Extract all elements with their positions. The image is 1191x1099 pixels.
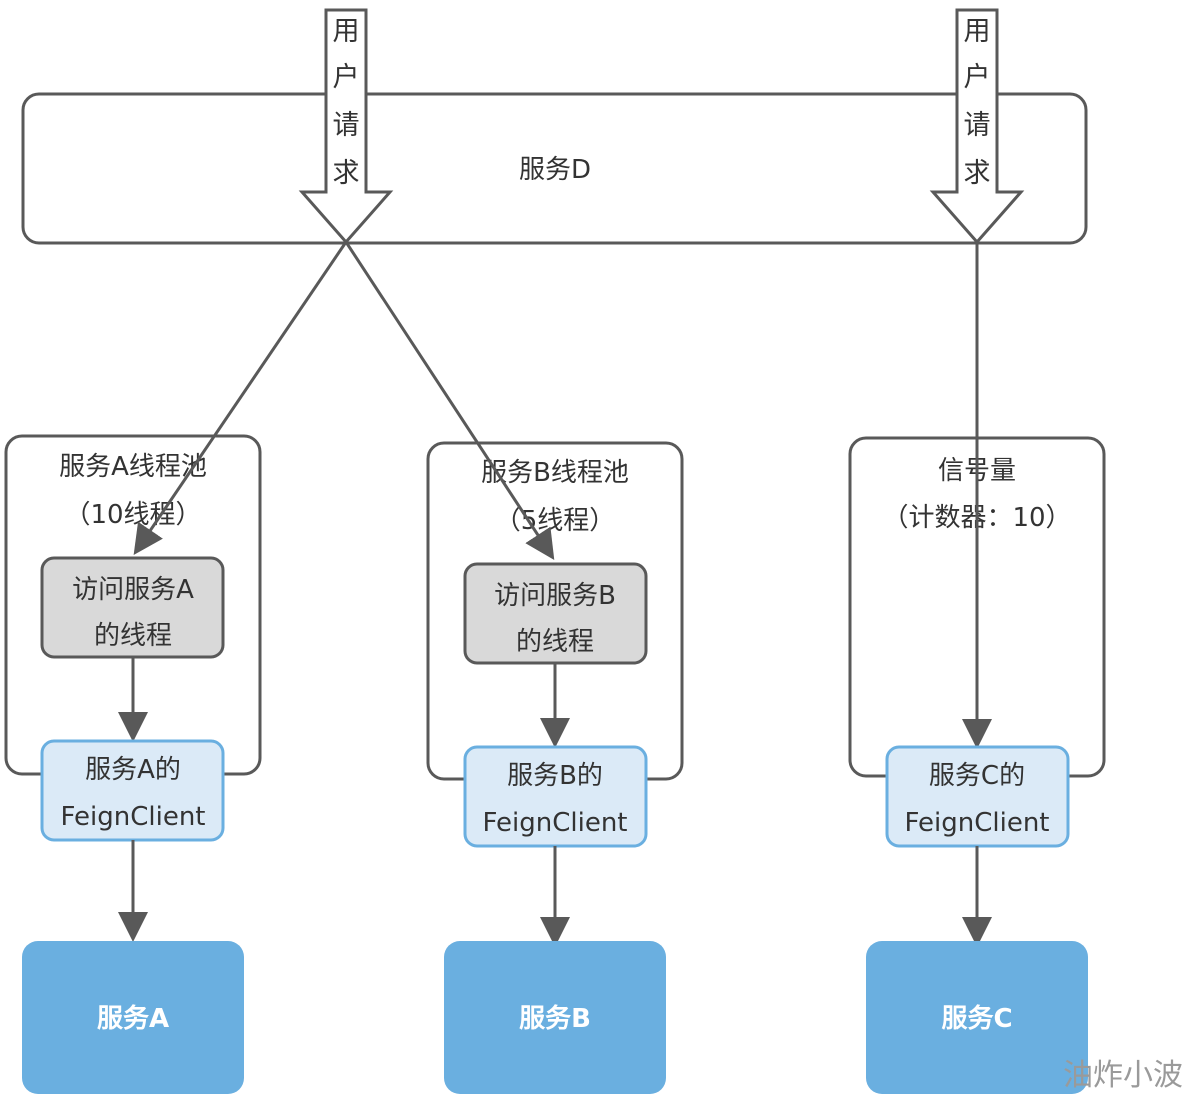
thread-pool-a-title: 服务A线程池 [59,452,207,482]
service-c-box [866,941,1088,1094]
user-request-char: 用 [964,16,991,47]
service-c-label: 服务C [941,1004,1012,1034]
thread-b-label-line1: 访问服务B [494,581,616,611]
service-d-box [21,92,1088,245]
service-a-label: 服务A [97,1004,169,1034]
user-request-arrow-left: 用 户 请 求 [298,8,394,245]
watermark: 油炸小波 [1063,1058,1183,1093]
user-request-char: 户 [964,62,991,93]
feign-client-b-label-line1: 服务B的 [507,761,603,791]
service-d-label: 服务D [519,155,591,185]
user-request-char: 请 [964,110,991,141]
feign-client-c-label-line2: FeignClient [904,808,1049,838]
feign-client-a-label-line2: FeignClient [60,802,205,832]
thread-a-label-line1: 访问服务A [72,575,194,605]
feign-client-a-label-line1: 服务A的 [85,755,181,785]
feign-client-b-label-line2: FeignClient [482,808,627,838]
user-request-char: 请 [333,110,360,141]
thread-pool-b-title: 服务B线程池 [481,458,629,488]
arrow-request-to-pool-b [344,241,555,561]
thread-b-label-line2: 的线程 [516,627,594,657]
user-request-char: 户 [333,62,360,93]
thread-pool-b-subtitle: （5线程） [495,506,616,536]
arrow-request-to-pool-a [133,241,348,555]
user-request-char: 求 [333,158,360,189]
feign-client-c-label-line1: 服务C的 [929,761,1025,791]
thread-a-label-line2: 的线程 [94,621,172,651]
user-request-char: 用 [333,16,360,47]
service-b-box [444,941,666,1094]
service-a-box [22,941,244,1094]
user-request-arrow-right: 用 户 请 求 [929,8,1025,245]
service-b-label: 服务B [519,1004,591,1034]
user-request-char: 求 [964,158,991,189]
thread-pool-a-subtitle: （10线程） [64,500,201,530]
